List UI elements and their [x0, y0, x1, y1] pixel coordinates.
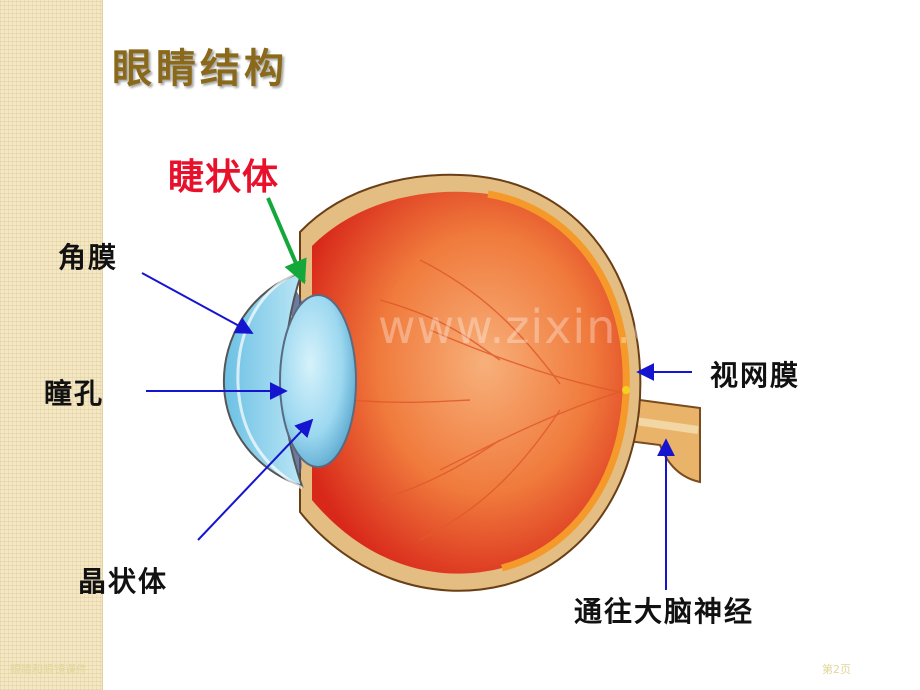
- label-ciliary-body: 睫状体: [168, 157, 280, 198]
- slide-title: 眼睛结构: [112, 45, 288, 92]
- label-cornea: 角膜: [58, 241, 119, 274]
- arrow-cornea: [141, 272, 254, 334]
- arrow-ciliary-body: [266, 197, 307, 285]
- footer-page-number: 第2页: [822, 663, 851, 676]
- label-lens: 晶状体: [78, 565, 169, 598]
- arrow-lens: [197, 418, 314, 541]
- label-retina: 视网膜: [710, 359, 801, 392]
- watermark-text: www.zixin.com.cn: [378, 300, 806, 354]
- label-pupil: 瞳孔: [44, 377, 105, 410]
- left-decorative-strip: [0, 0, 103, 690]
- eyeball-shape: [312, 191, 627, 574]
- footer-left-text: 眼睛和眼镜课件: [10, 663, 87, 676]
- label-optic-nerve: 通往大脑神经: [574, 595, 755, 628]
